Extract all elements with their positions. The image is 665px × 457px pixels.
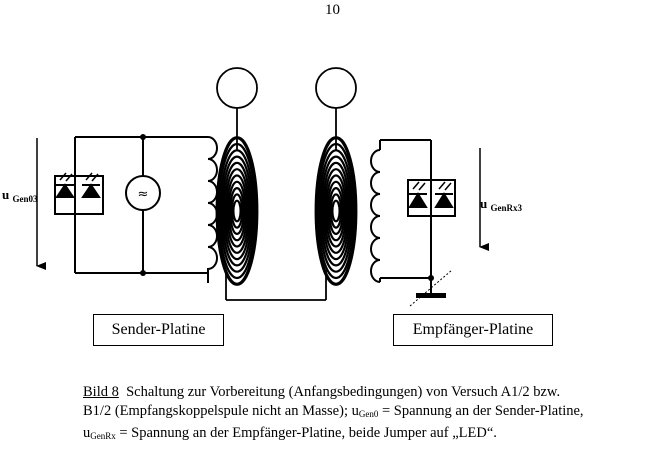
page-number: 10 [325, 2, 340, 18]
spiral-coil-icon [314, 136, 358, 286]
svg-text:≈: ≈ [138, 187, 149, 202]
ground-icon [409, 269, 453, 307]
sender-board-label: Sender-Platine [93, 314, 224, 346]
sender-voltage-label: u Gen03 [2, 187, 38, 204]
receiver-voltage-label: u GenRx3 [480, 196, 522, 213]
ac-source-icon: ≈ [125, 175, 161, 211]
junction-dots [140, 134, 434, 281]
receiver-circuit [370, 139, 432, 294]
receiver-board-label: Empfänger-Platine [393, 314, 553, 346]
led-pair-icon [54, 172, 104, 215]
spiral-leads [216, 67, 357, 301]
caption-line-1: Bild 8 Schaltung zur Vorbereitung (Anfan… [83, 384, 561, 400]
caption-line-3: uGenRx = Spannung an der Empfänger-Plati… [83, 425, 497, 441]
figure-caption: Bild 8 Schaltung zur Vorbereitung (Anfan… [83, 383, 663, 446]
receiver-coil-winding [370, 149, 381, 283]
led-pair-icon [407, 179, 456, 217]
sender-coil-winding [207, 136, 218, 283]
spiral-coil-icon [215, 136, 259, 286]
caption-title: Bild 8 [83, 384, 119, 400]
caption-line-2: B1/2 (Empfangskoppelspule nicht an Masse… [83, 403, 584, 419]
